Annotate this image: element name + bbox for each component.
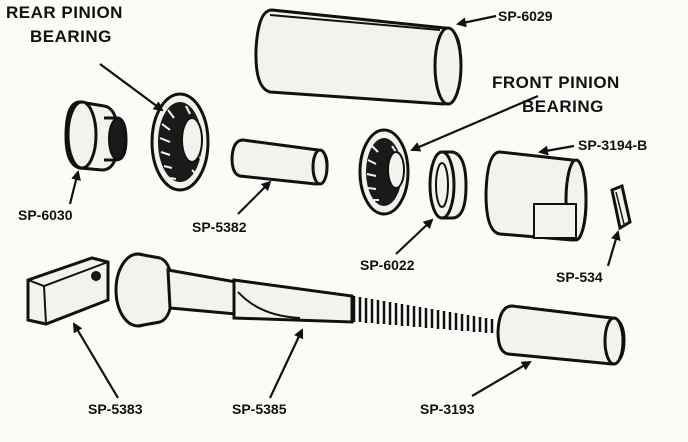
sleeve-sp-3194-b [484,150,588,242]
label-sp-5382: SP-5382 [192,219,247,235]
pin-sp-534 [610,183,632,231]
cylinder-sp-5382 [230,138,329,186]
label-rear-pinion-line1: REAR PINION [6,3,123,22]
front-pinion-bearing [358,128,410,216]
cylinder-sp-3193 [496,304,626,366]
label-rear-pinion-line2: BEARING [30,27,112,46]
label-front-pinion-line2: BEARING [522,97,604,116]
block-sp-5383 [26,256,110,326]
label-sp-3193: SP-3193 [420,401,475,417]
sleeve-sp-6029 [254,8,463,106]
rear-pinion-bearing [150,92,210,192]
label-sp-534: SP-534 [556,269,603,285]
ring-sp-6022 [428,150,468,220]
threaded-rod [352,296,494,333]
label-front-pinion-line1: FRONT PINION [492,73,620,92]
label-sp-5383: SP-5383 [88,401,143,417]
shaft-sp-5385 [114,252,494,333]
label-sp-3194-b: SP-3194-B [578,137,647,153]
adapter-sp-6030 [64,100,128,172]
leader-lines [68,14,621,399]
label-sp-6022: SP-6022 [360,257,415,273]
label-sp-5385: SP-5385 [232,401,287,417]
label-sp-6029: SP-6029 [498,8,553,24]
label-sp-6030: SP-6030 [18,207,73,223]
